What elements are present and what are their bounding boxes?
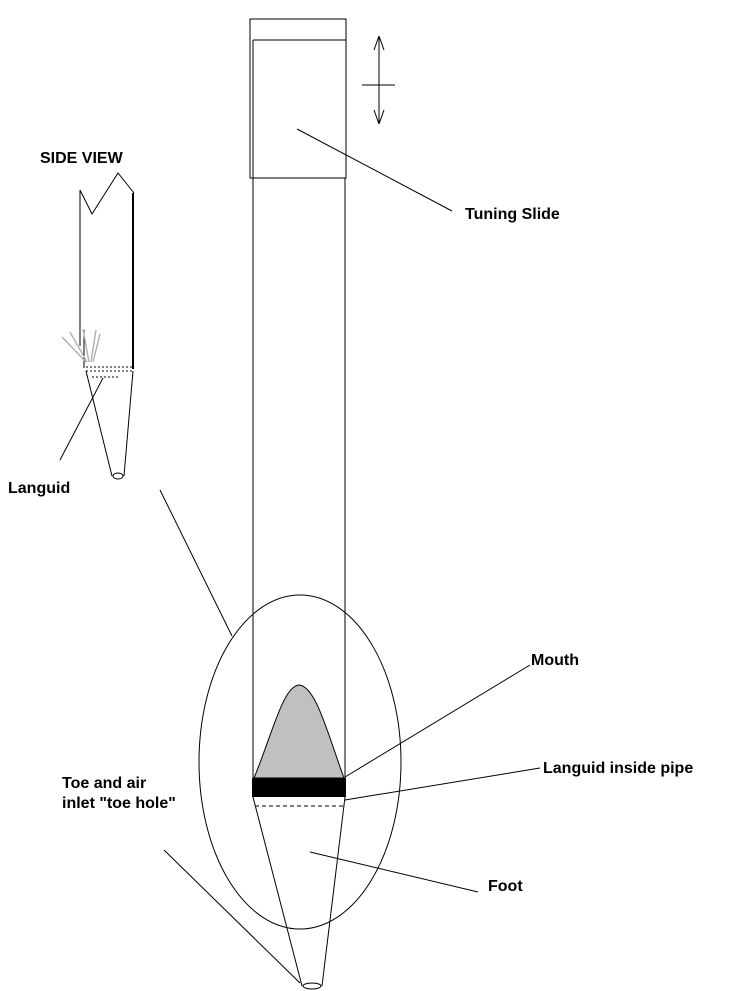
air-stream-lines [61, 328, 101, 363]
detail-ellipse [198, 594, 402, 930]
leader-lines [59, 128, 541, 984]
foot-left-side [252, 796, 303, 987]
languid-inside-label: Languid inside pipe [543, 760, 693, 777]
languid-label: Languid [8, 480, 70, 497]
tuning-slide-label: Tuning Slide [465, 206, 560, 223]
foot-right-side [321, 796, 346, 987]
main-pipe [249, 18, 347, 990]
foot-label: Foot [488, 878, 523, 895]
side-view [61, 172, 135, 480]
toe-label-line1: Toe and air [62, 775, 146, 792]
toe-hole [302, 982, 322, 990]
toe-label-line2: inlet "toe hole" [62, 795, 176, 812]
languid-band [252, 778, 346, 797]
mouth-shape [253, 684, 345, 779]
mouth-label: Mouth [531, 652, 579, 669]
adjust-arrow-icon [362, 35, 395, 125]
side-view-label: SIDE VIEW [40, 150, 124, 167]
tuning-slide-outer [249, 18, 347, 179]
